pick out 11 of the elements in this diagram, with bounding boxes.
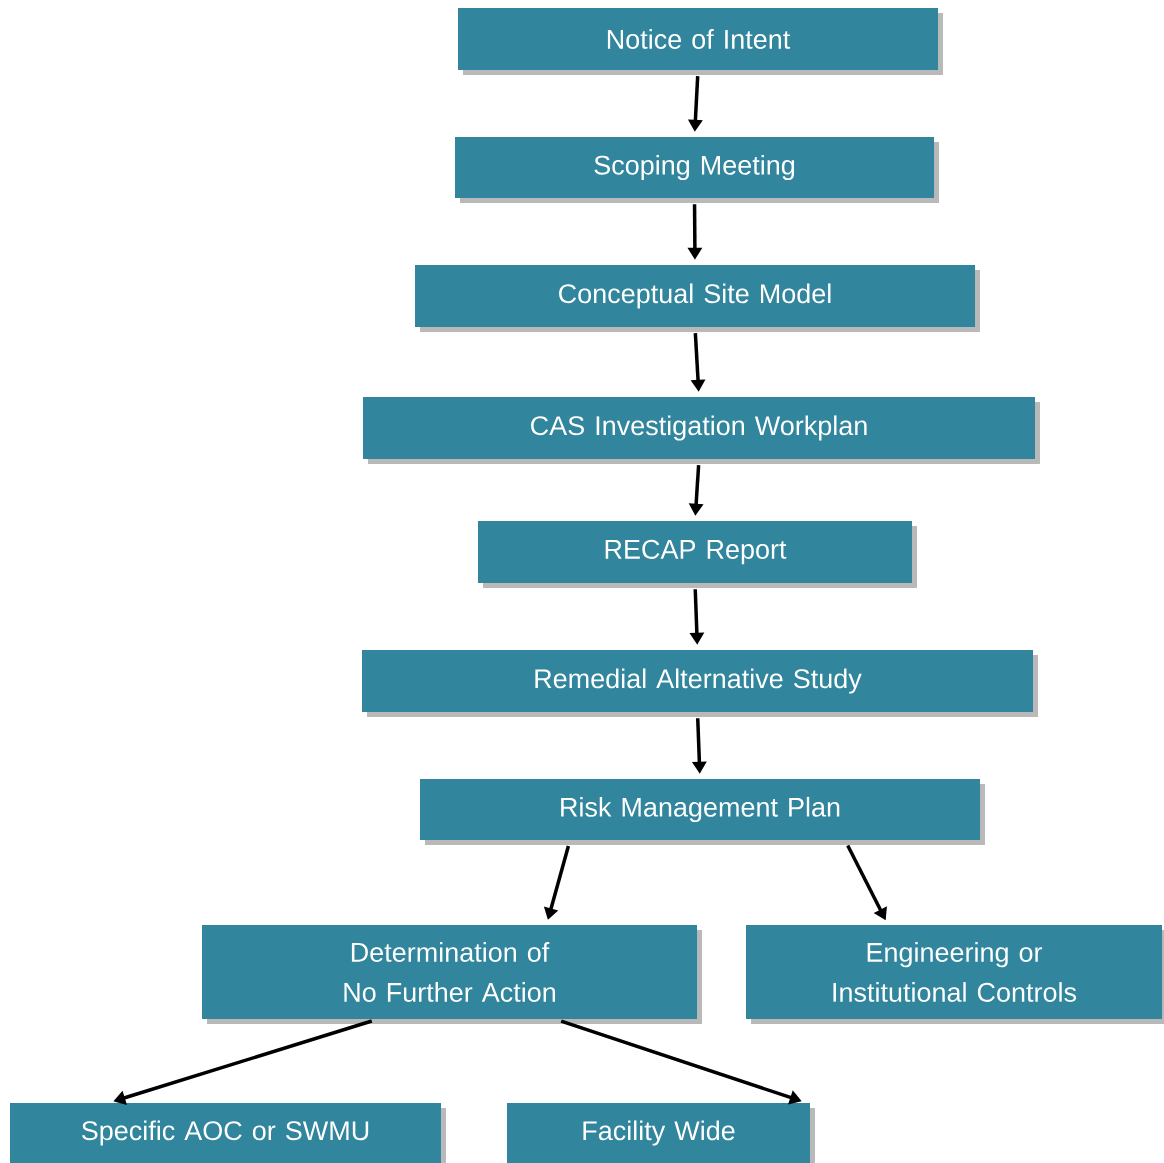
process-box: Facility Wide [507, 1103, 815, 1163]
process-box: Scoping Meeting [455, 137, 939, 203]
process-box: Notice of Intent [458, 8, 943, 75]
process-box: Conceptual Site Model [415, 265, 980, 332]
process-box: Specific AOC or SWMU [10, 1103, 446, 1163]
process-box: RECAP Report [478, 521, 917, 588]
process-box: Determination of No Further Action [202, 925, 702, 1024]
process-box: Remedial Alternative Study [362, 650, 1038, 717]
process-box: CAS Investigation Workplan [363, 397, 1040, 464]
process-box: Risk Management Plan [420, 779, 985, 845]
process-box: Engineering or Institutional Controls [746, 925, 1164, 1024]
